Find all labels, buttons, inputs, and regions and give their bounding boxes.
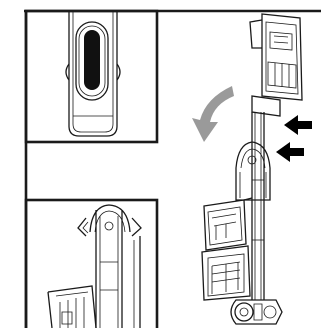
detail-panel-bottom bbox=[24, 198, 159, 328]
lower-pod bbox=[203, 197, 253, 251]
motor-canister bbox=[201, 245, 251, 301]
main-view-vacuum bbox=[201, 13, 303, 325]
main-wand bbox=[251, 112, 265, 300]
curved-rotate-arrow-icon bbox=[192, 86, 234, 142]
floor-nozzle bbox=[230, 299, 283, 325]
left-arrow-icon bbox=[284, 115, 312, 135]
upper-handle-pod bbox=[249, 13, 303, 117]
left-arrow-icon bbox=[276, 142, 304, 162]
detail-panel-top bbox=[24, 9, 159, 144]
hinge-coupling bbox=[235, 141, 271, 201]
